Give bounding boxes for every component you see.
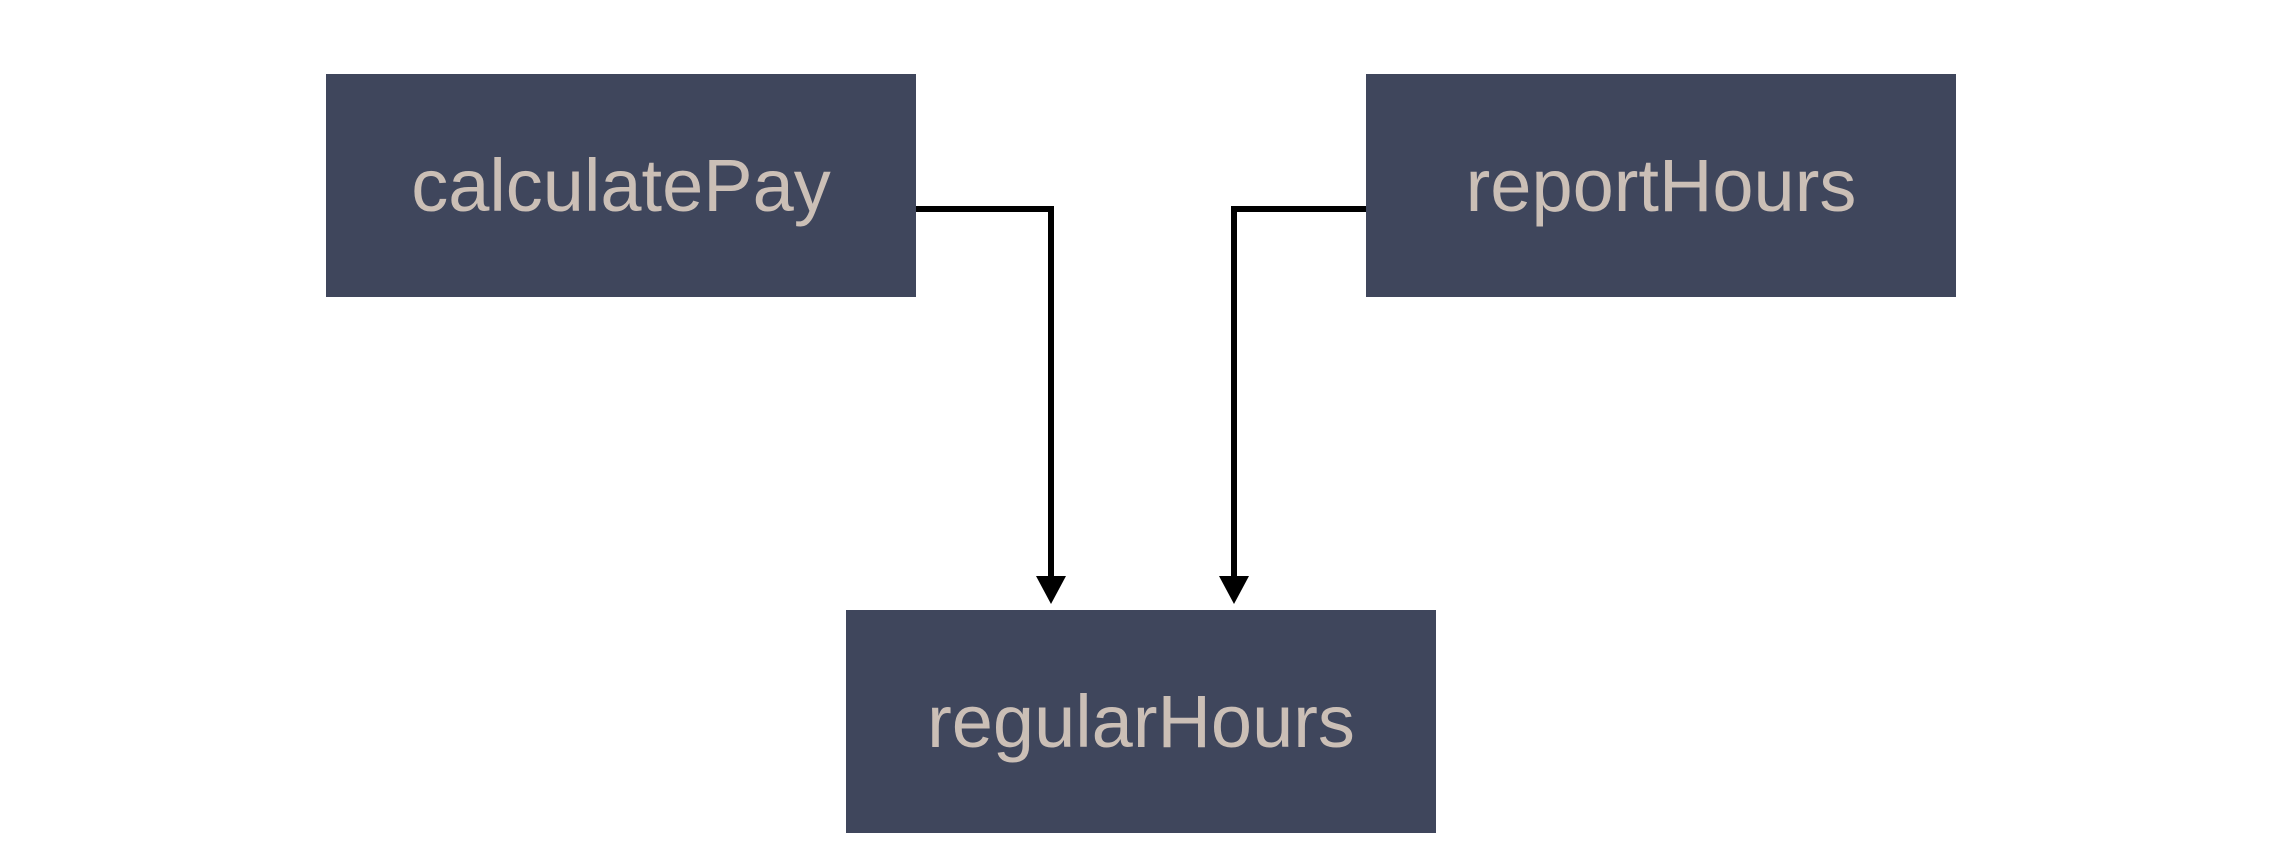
node-regular-hours: regularHours xyxy=(846,610,1436,833)
node-report-hours: reportHours xyxy=(1366,74,1956,297)
edge-reporthours-to-regularhours xyxy=(1231,206,1369,580)
node-calculate-pay: calculatePay xyxy=(326,74,916,297)
arrowhead-icon xyxy=(1036,576,1066,604)
node-label: regularHours xyxy=(927,680,1355,763)
node-label: reportHours xyxy=(1465,144,1857,227)
node-label: calculatePay xyxy=(411,144,831,227)
edge-calculatepay-to-regularhours xyxy=(916,206,1054,580)
arrowhead-icon xyxy=(1219,576,1249,604)
